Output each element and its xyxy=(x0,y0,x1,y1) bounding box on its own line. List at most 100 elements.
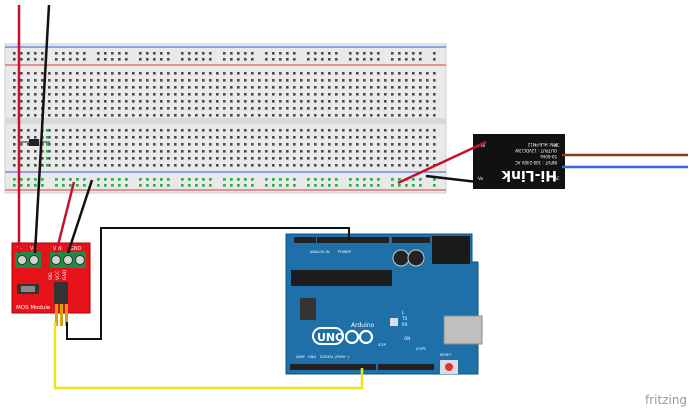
breadboard-hole xyxy=(62,100,65,103)
breadboard-hole xyxy=(251,72,254,75)
breadboard-rail-hole xyxy=(363,184,366,187)
breadboard-hole xyxy=(216,157,219,160)
breadboard-hole xyxy=(69,150,72,153)
breadboard-rail-hole xyxy=(188,184,191,187)
breadboard-hole xyxy=(188,143,191,146)
breadboard-hole xyxy=(97,143,100,146)
breadboard-hole xyxy=(97,79,100,82)
breadboard-hole xyxy=(363,107,366,110)
breadboard-hole xyxy=(328,164,331,167)
breadboard-hole xyxy=(237,72,240,75)
breadboard-hole xyxy=(335,164,338,167)
breadboard-hole xyxy=(174,143,177,146)
breadboard-hole xyxy=(20,114,23,117)
breadboard-hole xyxy=(279,100,282,103)
breadboard-rail-hole xyxy=(188,178,191,181)
breadboard-hole xyxy=(265,157,268,160)
breadboard-hole xyxy=(139,52,142,55)
breadboard-hole xyxy=(279,52,282,55)
breadboard-rail-hole xyxy=(223,178,226,181)
breadboard-rail-hole xyxy=(181,178,184,181)
breadboard-rail-hole xyxy=(251,184,254,187)
breadboard-hole xyxy=(223,107,226,110)
breadboard-rail-hole xyxy=(244,178,247,181)
breadboard-hole xyxy=(342,157,345,160)
breadboard-hole xyxy=(314,157,317,160)
breadboard-hole xyxy=(293,58,296,61)
breadboard-hole xyxy=(153,143,156,146)
breadboard-hole xyxy=(377,86,380,89)
breadboard-hole xyxy=(181,164,184,167)
breadboard-hole xyxy=(20,72,23,75)
breadboard-hole xyxy=(307,129,310,132)
breadboard-hole xyxy=(55,157,58,160)
breadboard-rail-hole xyxy=(62,184,65,187)
breadboard-hole xyxy=(188,157,191,160)
breadboard-hole xyxy=(244,52,247,55)
breadboard-hole xyxy=(398,143,401,146)
breadboard-hole xyxy=(230,164,233,167)
breadboard-hole xyxy=(412,143,415,146)
breadboard-hole xyxy=(370,143,373,146)
breadboard-hole xyxy=(370,150,373,153)
breadboard-hole xyxy=(90,93,93,96)
breadboard-hole xyxy=(20,100,23,103)
breadboard-hole xyxy=(125,150,128,153)
breadboard-hole xyxy=(384,79,387,82)
breadboard-hole xyxy=(97,150,100,153)
breadboard-hole xyxy=(321,79,324,82)
wire-red-hlk xyxy=(397,140,487,185)
breadboard-hole xyxy=(384,129,387,132)
breadboard-hole xyxy=(202,79,205,82)
breadboard-hole xyxy=(167,93,170,96)
breadboard-hole xyxy=(251,157,254,160)
breadboard-hole xyxy=(13,150,16,153)
breadboard-hole xyxy=(419,100,422,103)
breadboard-hole xyxy=(279,164,282,167)
breadboard-hole xyxy=(237,114,240,117)
breadboard-hole xyxy=(83,129,86,132)
breadboard-hole xyxy=(321,72,324,75)
breadboard-hole xyxy=(363,114,366,117)
breadboard-hole xyxy=(167,143,170,146)
breadboard-hole xyxy=(209,129,212,132)
breadboard-hole xyxy=(391,129,394,132)
breadboard-hole xyxy=(104,157,107,160)
breadboard-hole xyxy=(139,143,142,146)
breadboard-hole xyxy=(307,58,310,61)
breadboard-hole xyxy=(146,143,149,146)
breadboard-rail-hole xyxy=(307,178,310,181)
breadboard-hole xyxy=(97,100,100,103)
breadboard-hole xyxy=(132,114,135,117)
breadboard-hole xyxy=(62,136,65,139)
breadboard-active-hole xyxy=(46,136,49,139)
breadboard-hole xyxy=(356,157,359,160)
breadboard-hole xyxy=(146,52,149,55)
breadboard-hole xyxy=(328,107,331,110)
breadboard-hole xyxy=(153,52,156,55)
breadboard-hole xyxy=(48,93,51,96)
breadboard-rail-hole xyxy=(251,178,254,181)
breadboard-hole xyxy=(27,72,30,75)
breadboard-hole xyxy=(202,93,205,96)
breadboard-rail-hole xyxy=(398,178,401,181)
breadboard-hole xyxy=(111,79,114,82)
breadboard-rail-hole xyxy=(27,184,30,187)
breadboard-hole xyxy=(209,164,212,167)
breadboard-hole xyxy=(13,143,16,146)
breadboard-hole xyxy=(202,58,205,61)
breadboard-hole xyxy=(391,150,394,153)
breadboard-hole xyxy=(69,79,72,82)
breadboard-hole xyxy=(370,157,373,160)
breadboard-hole xyxy=(419,129,422,132)
breadboard-hole xyxy=(27,164,30,167)
breadboard-hole xyxy=(111,129,114,132)
breadboard-hole xyxy=(160,93,163,96)
breadboard-hole xyxy=(13,100,16,103)
breadboard-hole xyxy=(27,52,30,55)
breadboard-hole xyxy=(405,93,408,96)
breadboard-hole xyxy=(160,150,163,153)
breadboard-rail-hole xyxy=(335,184,338,187)
breadboard-hole xyxy=(195,86,198,89)
breadboard-hole xyxy=(307,164,310,167)
